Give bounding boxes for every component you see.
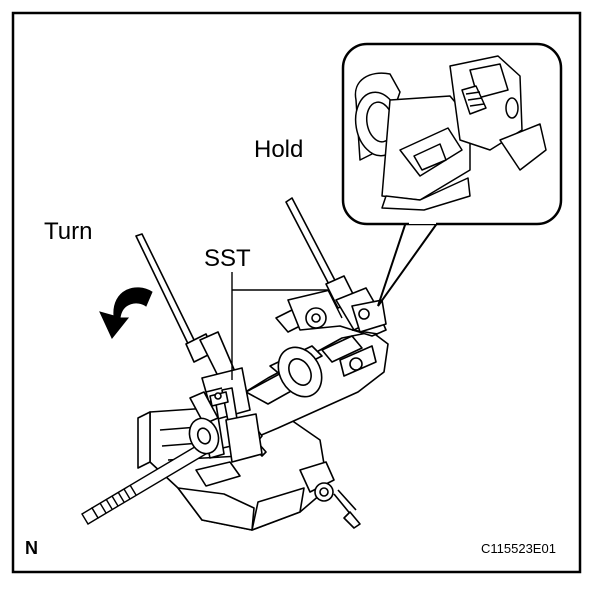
- callout-detail-drawing: [354, 55, 547, 211]
- sst-leader-lines: [231, 272, 343, 380]
- turn-arrow: [99, 287, 153, 339]
- callout-pointer: [377, 221, 439, 307]
- figure-code: C115523E01: [481, 541, 556, 556]
- detail-callout: [341, 42, 563, 307]
- turn-label: Turn: [44, 218, 92, 245]
- hold-label: Hold: [254, 136, 303, 163]
- sst-wrench-left: [135, 233, 263, 463]
- sst-wrench-right: [285, 197, 387, 333]
- bench-vise: [137, 403, 361, 531]
- corner-mark: N: [25, 538, 38, 558]
- sst-label: SST: [204, 245, 251, 272]
